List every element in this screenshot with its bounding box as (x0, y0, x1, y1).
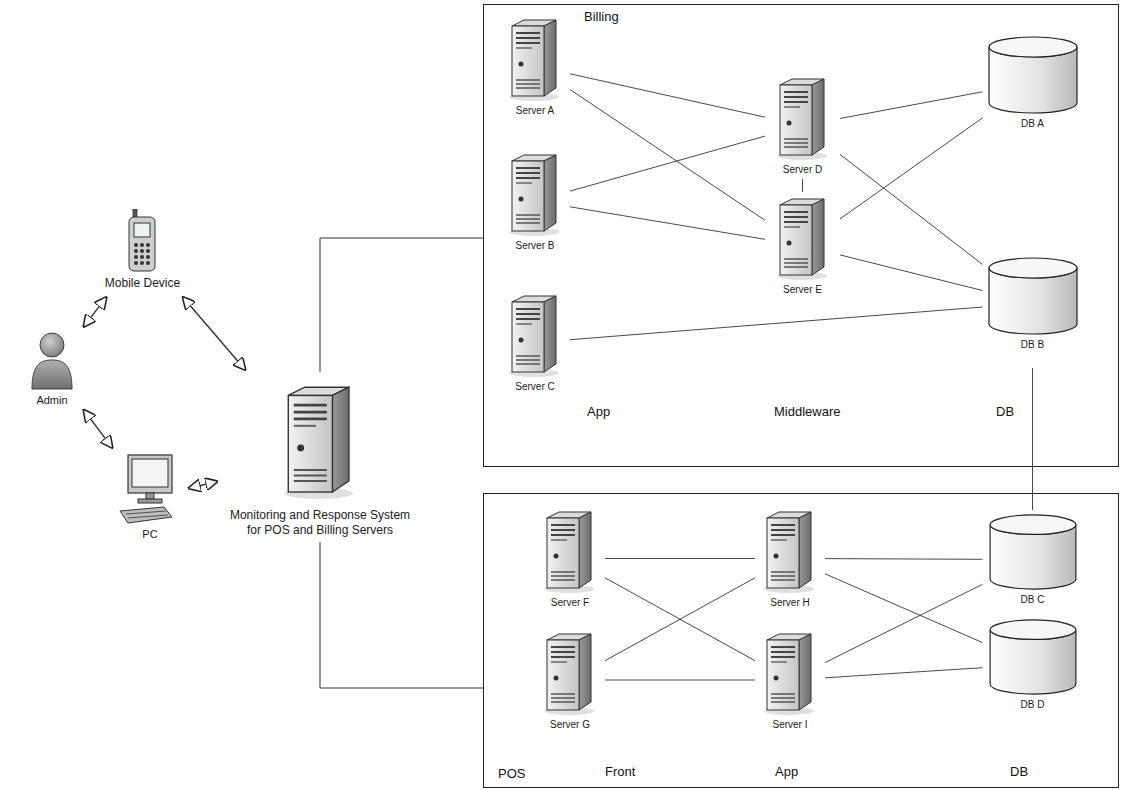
node-label: Server E (783, 284, 822, 296)
server-node: Server G (535, 620, 605, 740)
group-title: Billing (584, 9, 619, 24)
db-icon (987, 256, 1079, 336)
server-node: Server E (765, 192, 840, 299)
node-label: Server B (516, 240, 555, 252)
connector (570, 207, 765, 240)
server-icon (506, 151, 564, 237)
column-label: DB (994, 404, 1016, 420)
server-node: Monitoring and Response System for POS a… (220, 372, 420, 542)
connector (802, 179, 803, 192)
column-label: App (773, 764, 800, 780)
person-icon (28, 329, 76, 391)
server-node: Server B (500, 140, 570, 262)
server-icon (541, 508, 599, 594)
phone-icon (125, 209, 161, 273)
node-label: Admin (36, 394, 67, 407)
connector (825, 584, 983, 662)
connector (825, 574, 983, 643)
connector (605, 558, 755, 559)
database-node: DB C (983, 510, 1083, 609)
db-icon (987, 513, 1079, 591)
server-node: Server C (500, 285, 570, 400)
connector (605, 680, 755, 681)
server-icon (541, 630, 599, 716)
pc-icon (118, 453, 182, 525)
node-label: Monitoring and Response System for POS a… (225, 508, 415, 537)
server-icon (280, 377, 360, 505)
connector (320, 542, 483, 688)
connector (189, 482, 217, 489)
server-node: Server H (755, 505, 825, 612)
node-label: Server A (516, 105, 554, 117)
database-node: DB A (983, 32, 1083, 133)
node-label: DB A (1021, 118, 1044, 130)
node-label: Server D (783, 164, 822, 176)
connector (1032, 368, 1033, 510)
server-node: Server A (500, 12, 570, 120)
connector (825, 558, 983, 560)
column-label: App (585, 404, 612, 420)
group-band: BillingServer A Server B Server C Server D S… (483, 4, 1119, 467)
node-label: DB B (1021, 339, 1044, 351)
database-node: DB D (983, 612, 1083, 717)
connector (840, 118, 983, 219)
server-icon (761, 508, 819, 594)
node-label: Server I (772, 719, 807, 731)
server-icon (761, 630, 819, 716)
node-label: PC (142, 528, 157, 541)
server-icon (774, 195, 832, 281)
connector (570, 90, 765, 221)
connector (183, 297, 245, 369)
connector (605, 578, 755, 661)
node-label: Mobile Device (105, 276, 180, 290)
connector (605, 578, 755, 661)
group-band: POS Server F Server G Server H Server I DB C D… (483, 493, 1119, 788)
server-node: Server I (755, 620, 825, 740)
connector (320, 238, 483, 372)
db-icon (987, 618, 1079, 696)
server-icon (506, 16, 564, 102)
server-node: Server D (765, 72, 840, 179)
node-label: Server C (515, 381, 554, 393)
group-title: POS (498, 766, 525, 781)
connector (825, 668, 983, 678)
connector (840, 255, 983, 291)
db-icon (987, 35, 1079, 115)
device-node: PC (114, 450, 186, 545)
server-icon (506, 292, 564, 378)
node-label: DB D (1021, 699, 1045, 711)
connector (84, 297, 106, 326)
column-label: Front (603, 764, 637, 780)
connector (570, 307, 983, 340)
database-node: DB B (983, 238, 1083, 368)
node-label: Server F (551, 597, 589, 609)
node-label: Server G (550, 719, 590, 731)
actor-node: Admin (22, 318, 82, 418)
connector (570, 136, 765, 191)
device-node: Mobile Device (95, 205, 190, 295)
node-label: Server H (770, 597, 809, 609)
connector (840, 92, 983, 119)
connector (84, 410, 112, 448)
server-icon (774, 75, 832, 161)
connector (570, 74, 765, 117)
server-node: Server F (535, 505, 605, 612)
column-label: Middleware (772, 404, 842, 420)
column-label: DB (1008, 764, 1030, 780)
connector (840, 154, 983, 264)
node-label: DB C (1021, 594, 1045, 606)
